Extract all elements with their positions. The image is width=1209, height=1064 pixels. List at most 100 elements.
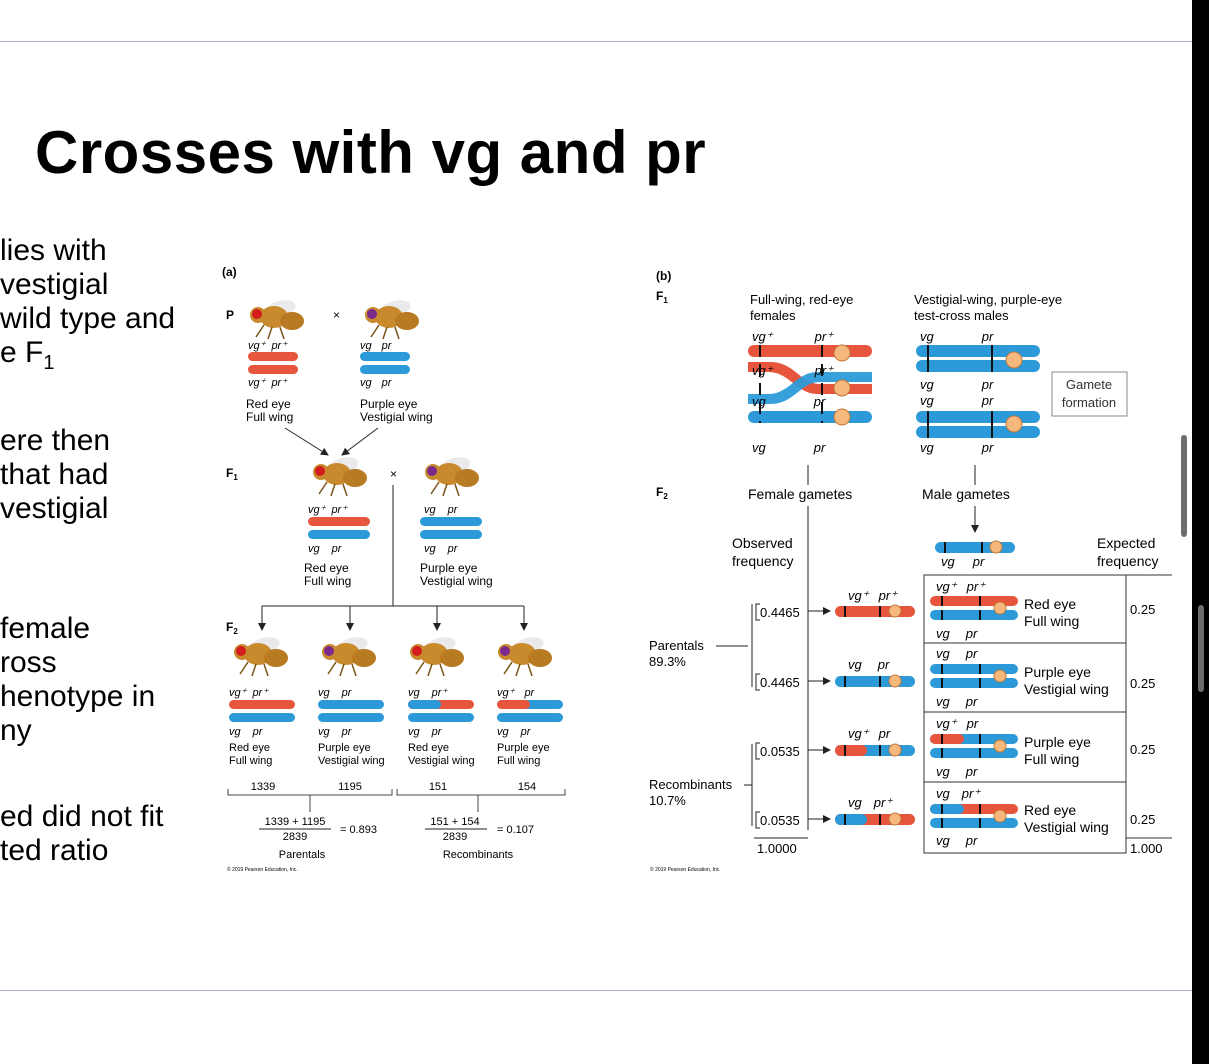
gen-p-label: P xyxy=(226,308,234,322)
phenotype-label: Red eye xyxy=(246,397,291,411)
figure-text: pr⁺ xyxy=(878,588,899,603)
figure-text: vg xyxy=(408,687,421,699)
chromosome-blue xyxy=(360,365,410,374)
f1-female-fly xyxy=(312,453,368,497)
figure-text: 10.7% xyxy=(649,793,686,808)
phenotype-label: Red eye xyxy=(304,561,349,575)
p-male-fly xyxy=(364,296,420,340)
figure-text: vg⁺pr⁺ xyxy=(848,588,898,603)
calc-parental-result: = 0.893 xyxy=(340,824,377,836)
scrollbar-thumb[interactable] xyxy=(1181,435,1187,537)
figure-text: Red eye xyxy=(1024,802,1076,818)
figure-text: pr xyxy=(341,687,353,699)
scrollbar-track[interactable] xyxy=(1192,0,1209,1064)
figure-text: F xyxy=(656,485,663,499)
figure-text: pr xyxy=(520,726,532,738)
figure-text: 1 xyxy=(233,473,238,482)
bullet-3: female ross henotype in ny xyxy=(0,612,156,747)
figure-text: F xyxy=(226,620,233,634)
allele-label: vg⁺pr xyxy=(497,687,536,699)
figure-text: vg xyxy=(941,554,956,569)
figure-text: vg xyxy=(318,726,331,738)
figure-text: vg xyxy=(408,726,421,738)
count-label: 1339 xyxy=(251,781,275,793)
allele-label: vg⁺pr⁺ xyxy=(229,687,269,699)
figure-text: pr xyxy=(813,394,826,409)
figure-text: 0.25 xyxy=(1130,602,1155,617)
figure-text: vg xyxy=(920,440,935,455)
figure-text: vg⁺pr⁺ xyxy=(936,579,986,594)
figure-text: pr⁺ xyxy=(814,363,835,378)
figure-text: vg⁺ xyxy=(497,687,516,699)
figure-text: vg⁺pr xyxy=(936,716,979,731)
figure-text: 0.0535 xyxy=(760,813,800,828)
centromere xyxy=(252,309,262,319)
exp-total: 1.000 xyxy=(1130,841,1163,856)
bullet-4: ed did not fit ted ratio xyxy=(0,800,164,867)
allele-label: vg⁺pr⁺ xyxy=(248,340,288,352)
figure-text: vg⁺ xyxy=(752,363,774,378)
allele-label: vg⁺pr⁺ xyxy=(308,504,348,516)
figure-text: vg⁺pr⁺ xyxy=(752,329,834,344)
figure-text: vg⁺ xyxy=(229,687,248,699)
figure-text: vg⁺ xyxy=(308,504,327,516)
scrollbar-thumb-secondary[interactable] xyxy=(1198,605,1204,692)
obs-total: 1.0000 xyxy=(757,841,797,856)
figure-text: 0.25 xyxy=(1130,812,1155,827)
f2-fly-2 xyxy=(321,633,377,677)
bullet-1: lies with vestigial wild type and e F1 xyxy=(0,234,176,374)
chromosome-red xyxy=(248,365,298,374)
chromosome-shape xyxy=(930,734,964,744)
chromosome-shape xyxy=(930,804,964,814)
centromere xyxy=(1005,415,1023,433)
figure-text: vg xyxy=(848,795,863,810)
chromosome-blue xyxy=(748,411,872,423)
male-gamete-chromosome xyxy=(935,542,1015,553)
centromere xyxy=(993,809,1007,823)
figure-text: vg xyxy=(920,329,935,344)
chromosome-blue xyxy=(318,713,384,722)
figure-text: vg xyxy=(424,504,437,516)
copyright-a: © 2019 Pearson Education, Inc. xyxy=(227,866,298,873)
centromere xyxy=(1005,351,1023,369)
figure-text: 0.0535 xyxy=(760,744,800,759)
figure-text: Expected xyxy=(1097,535,1155,551)
figure-graphic xyxy=(284,427,329,456)
centromere xyxy=(833,408,851,426)
copyright-b: © 2019 Pearson Education, Inc. xyxy=(650,866,721,873)
calc-recomb-den: 2839 xyxy=(443,831,467,843)
centromere xyxy=(993,669,1007,683)
chromosome-blue xyxy=(497,713,563,722)
figure-text: vg xyxy=(497,726,510,738)
centromere xyxy=(888,743,902,757)
figure-text: pr⁺ xyxy=(814,329,835,344)
calc-parental-num: 1339 + 1195 xyxy=(265,816,326,828)
calc-recomb-result: = 0.107 xyxy=(497,824,534,836)
figure-text: Parentals xyxy=(649,638,704,653)
top-rule xyxy=(0,41,1192,42)
centromere xyxy=(989,540,1003,554)
chromosome-blue xyxy=(229,713,295,722)
figure-text: pr xyxy=(381,377,393,389)
figure-text: formation xyxy=(1062,395,1116,410)
gen-f2-label: F2 xyxy=(226,620,238,636)
figure-text: 2 xyxy=(233,627,238,636)
figure-text: pr⁺ xyxy=(270,340,288,352)
figure-text: pr xyxy=(331,543,343,555)
figure-text: pr⁺ xyxy=(270,377,288,389)
phenotype-label: Vestigial wing xyxy=(318,755,385,767)
figure-text: vg xyxy=(360,340,373,352)
figure-text: vg xyxy=(229,726,242,738)
phenotype-label: Purple eye xyxy=(360,397,418,411)
chromosome-shape xyxy=(835,745,867,756)
figure-text: vg xyxy=(936,646,951,661)
